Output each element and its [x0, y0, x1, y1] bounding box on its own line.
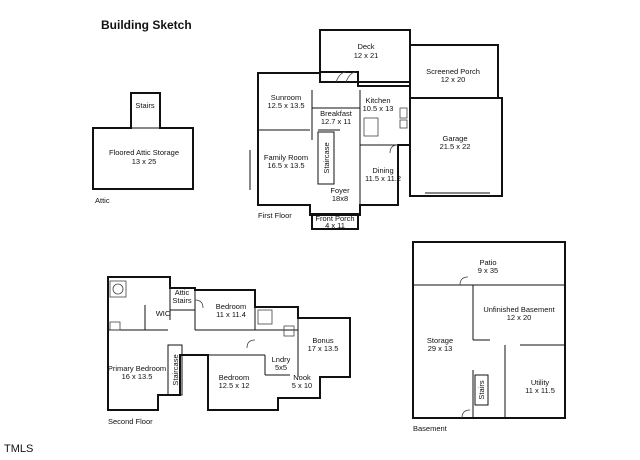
family-room-dims: 16.5 x 13.5 — [267, 161, 304, 170]
laundry-name: Lndry — [272, 355, 291, 364]
second-floor-plan: Attic Stairs Bedroom 11 x 11.4 WIC Bonus… — [107, 276, 351, 426]
bedroom-2-dims: 12.5 x 12 — [219, 381, 250, 390]
dining-dims: 11.5 x 11.2 — [365, 174, 401, 183]
nook-name: Nook — [293, 373, 311, 382]
sunroom-name: Sunroom — [271, 93, 301, 102]
sketch-title: Building Sketch — [101, 18, 192, 32]
bonus-name: Bonus — [312, 336, 334, 345]
unfinished-basement-name: Unfinished Basement — [483, 305, 555, 314]
watermark: TMLS — [4, 443, 33, 455]
utility-dims: 11 x 11.5 — [525, 386, 555, 395]
bedroom-2-name: Bedroom — [219, 373, 249, 382]
kitchen-dims: 10.5 x 13 — [363, 104, 394, 113]
storage-dims: 29 x 13 — [428, 344, 453, 353]
bedroom-1-dims: 11 x 11.4 — [216, 310, 246, 319]
second-staircase — [167, 344, 183, 396]
foyer-dims: 18x8 — [332, 194, 348, 203]
basement-outline — [412, 241, 566, 419]
front-porch-name: Front Porch — [315, 214, 354, 223]
wic-label: WIC — [156, 309, 171, 318]
first-floor-caption: First Floor — [258, 211, 292, 220]
attic-plan: Stairs Floored Attic Storage 13 x 25 Att… — [92, 92, 194, 205]
foyer-name: Foyer — [330, 186, 350, 195]
second-attic-stairs-label: Stairs — [172, 296, 191, 305]
nook-dims: 5 x 10 — [292, 381, 312, 390]
utility-name: Utility — [531, 378, 550, 387]
primary-bedroom-name: Primary Bedroom — [108, 364, 166, 373]
kitchen-name: Kitchen — [365, 96, 390, 105]
unfinished-basement-dims: 12 x 20 — [507, 313, 532, 322]
basement-plan: Patio 9 x 35 Unfinished Basement 12 x 20… — [412, 241, 566, 433]
basement-stairs-label: Stairs — [477, 380, 486, 399]
first-staircase-label: Staircase — [322, 142, 331, 173]
primary-bedroom-dims: 16 x 13.5 — [122, 372, 153, 381]
garage-dims: 21.5 x 22 — [440, 142, 471, 151]
basement-caption: Basement — [413, 424, 448, 433]
patio-name: Patio — [479, 258, 496, 267]
attic-caption: Attic — [95, 196, 110, 205]
bedroom-1-name: Bedroom — [216, 302, 246, 311]
attic-outline — [92, 92, 194, 190]
sunroom-dims: 12.5 x 13.5 — [267, 101, 304, 110]
first-floor-outline — [257, 72, 411, 216]
laundry-dims: 5x5 — [275, 363, 287, 372]
front-porch-dims: 4 x 11 — [325, 221, 345, 230]
breakfast-name: Breakfast — [320, 109, 353, 118]
basement-stairs — [474, 374, 489, 406]
first-staircase — [317, 131, 335, 185]
second-floor-caption: Second Floor — [108, 417, 153, 426]
second-attic-name: Attic — [175, 288, 190, 297]
attic-stairs-label: Stairs — [135, 101, 154, 110]
patio-dims: 9 x 35 — [478, 266, 498, 275]
breakfast-dims: 12.7 x 11 — [321, 117, 351, 126]
first-floor-plan: Deck 12 x 21 Screened Porch 12 x 20 Sunr… — [249, 29, 503, 230]
garage-outline — [409, 97, 503, 197]
storage-name: Storage — [427, 336, 453, 345]
deck-name: Deck — [357, 42, 374, 51]
screened-porch-name: Screened Porch — [426, 67, 480, 76]
family-room-name: Family Room — [264, 153, 308, 162]
attic-storage-dims: 13 x 25 — [132, 157, 157, 166]
garage-name: Garage — [442, 134, 467, 143]
deck-dims: 12 x 21 — [354, 51, 379, 60]
bonus-dims: 17 x 13.5 — [308, 344, 339, 353]
front-porch-outline — [311, 213, 359, 230]
attic-storage-name: Floored Attic Storage — [109, 148, 179, 157]
second-staircase-label: Staircase — [171, 354, 180, 385]
screened-porch-dims: 12 x 20 — [441, 75, 466, 84]
dining-name: Dining — [372, 166, 393, 175]
